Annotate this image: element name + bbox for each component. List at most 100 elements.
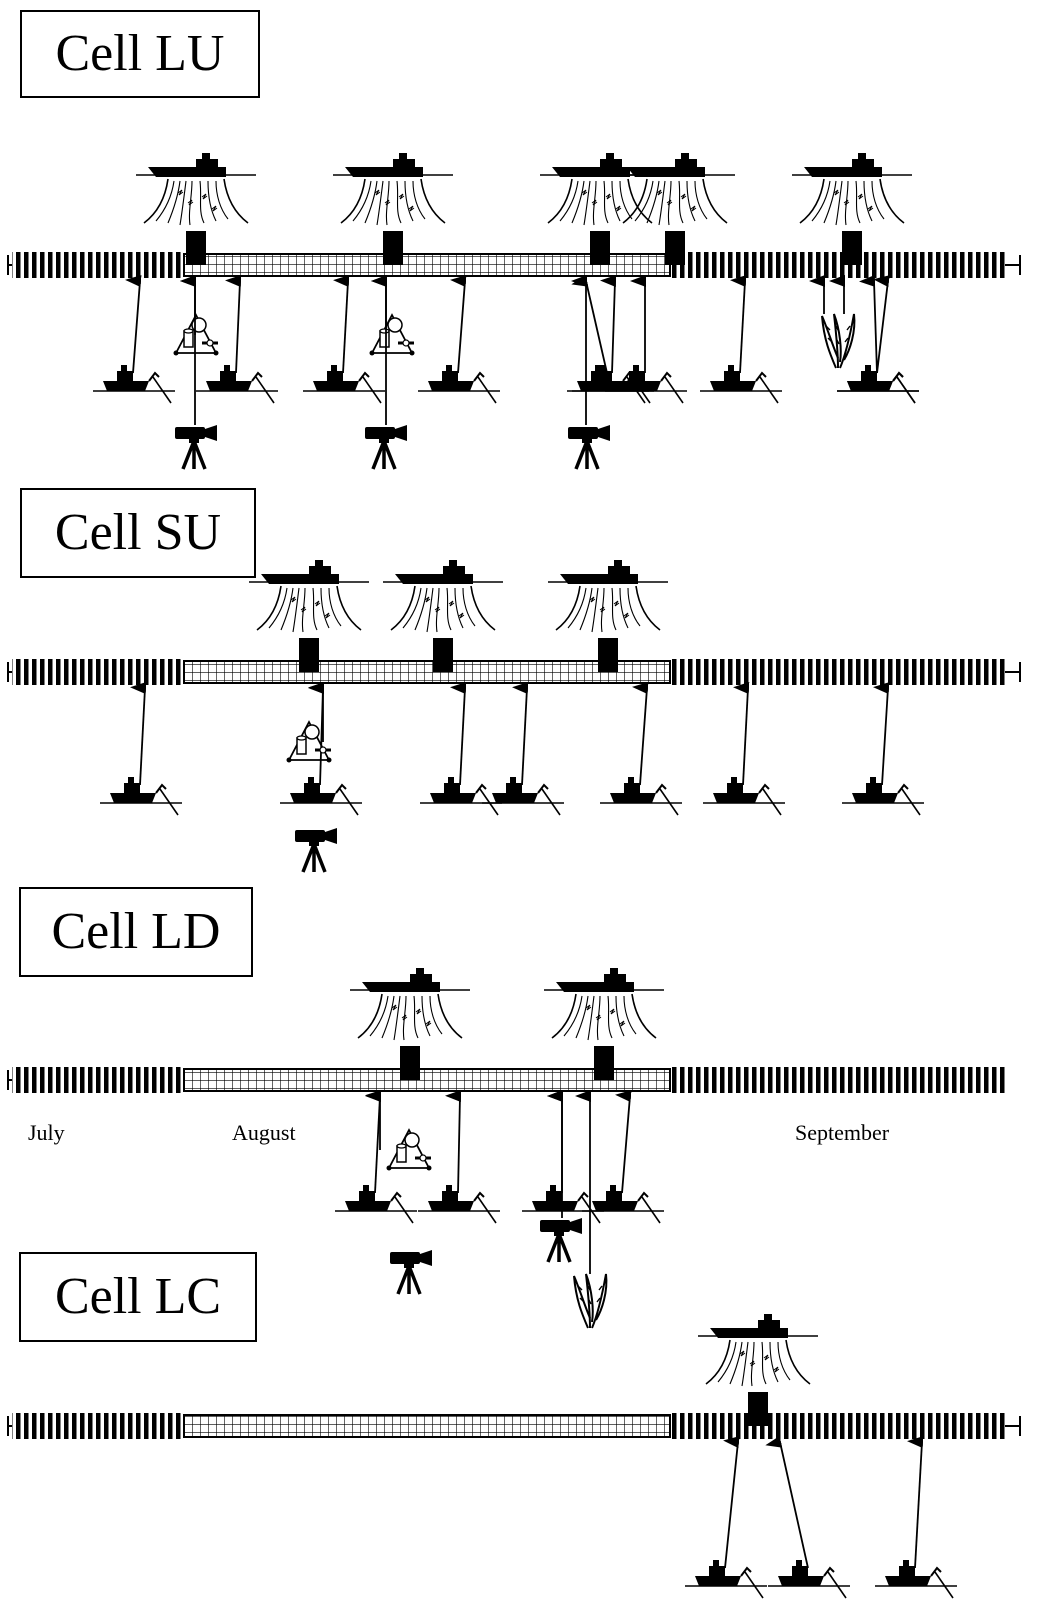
video-camera	[566, 275, 612, 471]
dredge-ship-icon	[614, 152, 736, 226]
dredge-ship-icon	[349, 967, 471, 1041]
sample-arrow	[730, 275, 747, 374]
timeline-bar	[7, 1413, 1021, 1439]
timeline-hatch-july	[12, 252, 182, 278]
sample-arrow	[632, 682, 649, 786]
sample-arrow	[600, 275, 617, 374]
dredge-ship-icon	[791, 152, 913, 265]
timeline-hatch-september	[672, 1413, 1005, 1439]
video-camera	[293, 826, 339, 874]
dredge-ship-icon	[614, 152, 736, 265]
trawl-sample	[417, 1090, 501, 1224]
trawl-sample	[571, 275, 655, 404]
timeline-hatch-september	[672, 1067, 1005, 1093]
trawl-sample	[604, 275, 688, 404]
timeline-hatch-september	[672, 659, 1005, 685]
trawl-sample	[481, 682, 565, 816]
timeline-grid-august	[183, 660, 671, 684]
sample-arrow	[765, 1435, 809, 1569]
sample-arrow	[907, 1436, 924, 1569]
timeline-grid-august	[183, 1414, 671, 1438]
timeline-hatch-july	[12, 1413, 182, 1439]
seaweed-icon	[821, 313, 856, 369]
timeline-hatch-july	[12, 1067, 182, 1093]
dredge-disposal-block	[433, 638, 453, 672]
trawl-sample	[92, 275, 176, 404]
trawl-sample	[841, 682, 925, 816]
dredge-ship-icon	[382, 559, 504, 672]
trawl-sample	[699, 275, 783, 404]
trawl-sample	[302, 275, 386, 404]
trawl-sample	[765, 1435, 851, 1599]
cell-label-box: Cell LD	[19, 887, 253, 977]
dredge-disposal-block	[400, 1046, 420, 1080]
sample-arrow	[512, 682, 529, 786]
video-camera-icon	[538, 1216, 584, 1264]
trawl-sample	[195, 275, 279, 404]
trawl-sample	[874, 1436, 958, 1599]
dredge-ship-icon	[248, 559, 370, 633]
grab-sampler-icon	[172, 313, 220, 357]
timeline-bar	[7, 1067, 1005, 1093]
seaweed-sample	[809, 275, 856, 369]
grab-sampler	[365, 1090, 433, 1172]
timeline-hatch-july	[12, 659, 182, 685]
dredge-ship-icon	[791, 152, 913, 226]
video-camera	[538, 1090, 584, 1264]
dredge-ship-icon	[543, 967, 665, 1041]
sample-arrow	[225, 275, 242, 374]
dredge-ship-icon	[349, 967, 471, 1080]
trawler-boat-icon	[417, 1184, 501, 1224]
dredge-disposal-block	[186, 231, 206, 265]
panel-cell-lc	[7, 1313, 1021, 1599]
dredge-ship-icon	[697, 1313, 819, 1387]
timeline-grid-august	[183, 1068, 671, 1092]
trawl-sample	[599, 682, 683, 816]
dredge-ship-icon	[697, 1313, 819, 1426]
grab-sampler-icon	[385, 1128, 433, 1172]
video-camera	[363, 275, 409, 471]
cell-label-box: Cell SU	[20, 488, 256, 578]
dredge-disposal-block	[748, 1392, 768, 1426]
sample-arrow	[615, 1090, 632, 1194]
sample-arrow	[130, 682, 147, 786]
dredge-ship-icon	[135, 152, 257, 226]
sample-arrow	[445, 1090, 462, 1194]
video-camera	[388, 1248, 434, 1296]
dredge-disposal-block	[665, 231, 685, 265]
dredge-disposal-block	[590, 231, 610, 265]
sample-arrow	[733, 682, 750, 786]
trawl-sample	[684, 1436, 768, 1599]
sample-arrow	[723, 1436, 740, 1569]
seaweed-icon	[573, 1273, 608, 1329]
video-camera-icon	[388, 1248, 434, 1296]
month-label: August	[232, 1120, 296, 1145]
sample-arrow	[333, 275, 350, 374]
video-camera-icon	[173, 423, 219, 471]
trawl-sample	[419, 682, 503, 816]
dredge-ship-icon	[135, 152, 257, 265]
dredge-disposal-block	[594, 1046, 614, 1080]
trawl-sample	[99, 682, 183, 816]
seaweed-sample	[573, 1090, 608, 1329]
video-camera-icon	[566, 423, 612, 471]
month-label: September	[795, 1120, 890, 1145]
grab-sampler	[285, 682, 333, 764]
dredge-ship-icon	[539, 152, 661, 265]
grab-sampler	[368, 275, 416, 357]
sample-arrow	[859, 274, 878, 374]
sample-arrow	[450, 275, 467, 374]
dredge-disposal-block	[598, 638, 618, 672]
dredge-ship-icon	[547, 559, 669, 633]
sample-arrow	[125, 275, 142, 374]
dredge-ship-icon	[539, 152, 661, 226]
trawl-sample	[581, 1090, 665, 1224]
trawl-sample	[566, 274, 650, 404]
video-camera	[173, 275, 219, 471]
dredge-ship-icon	[382, 559, 504, 633]
dredge-disposal-block	[299, 638, 319, 672]
sample-arrow	[873, 682, 890, 786]
trawler-boat-icon	[521, 1184, 605, 1224]
grab-sampler-icon	[285, 720, 333, 764]
